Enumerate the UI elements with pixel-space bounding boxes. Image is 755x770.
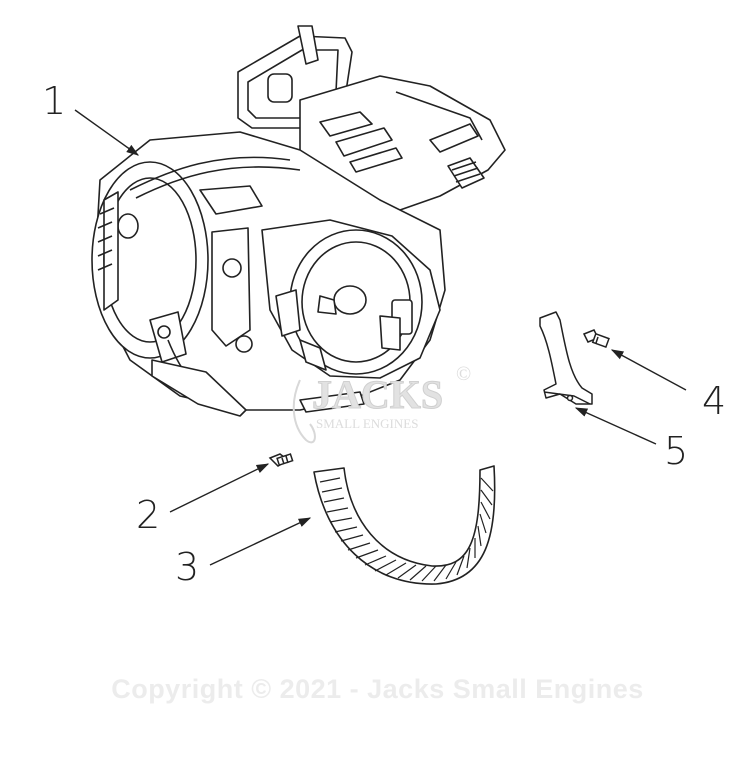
leader-3 [209, 517, 312, 566]
bracket-part-5 [539, 311, 593, 405]
callout-5: 5 [664, 429, 689, 473]
guard-band-part-3 [313, 465, 496, 585]
watermark-sub: SMALL ENGINES [316, 416, 418, 431]
bolt-part-4 [582, 329, 610, 349]
watermark-brand: JACKS [312, 372, 443, 417]
engine-assembly [91, 25, 506, 417]
watermark-mark: © [456, 363, 471, 385]
jacks-watermark-logo: JACKS SMALL ENGINES © [292, 363, 471, 444]
callout-3: 3 [175, 545, 200, 589]
leader-lines [74, 109, 687, 566]
copyright-watermark: Copyright © 2021 - Jacks Small Engines [111, 674, 644, 704]
callout-1: 1 [42, 79, 67, 123]
callout-2: 2 [136, 493, 161, 537]
leader-2 [169, 463, 270, 513]
leader-1 [74, 109, 140, 156]
bolt-part-2 [268, 453, 294, 467]
leader-5 [574, 407, 657, 445]
leader-4 [610, 349, 687, 391]
callout-4: 4 [702, 379, 727, 423]
